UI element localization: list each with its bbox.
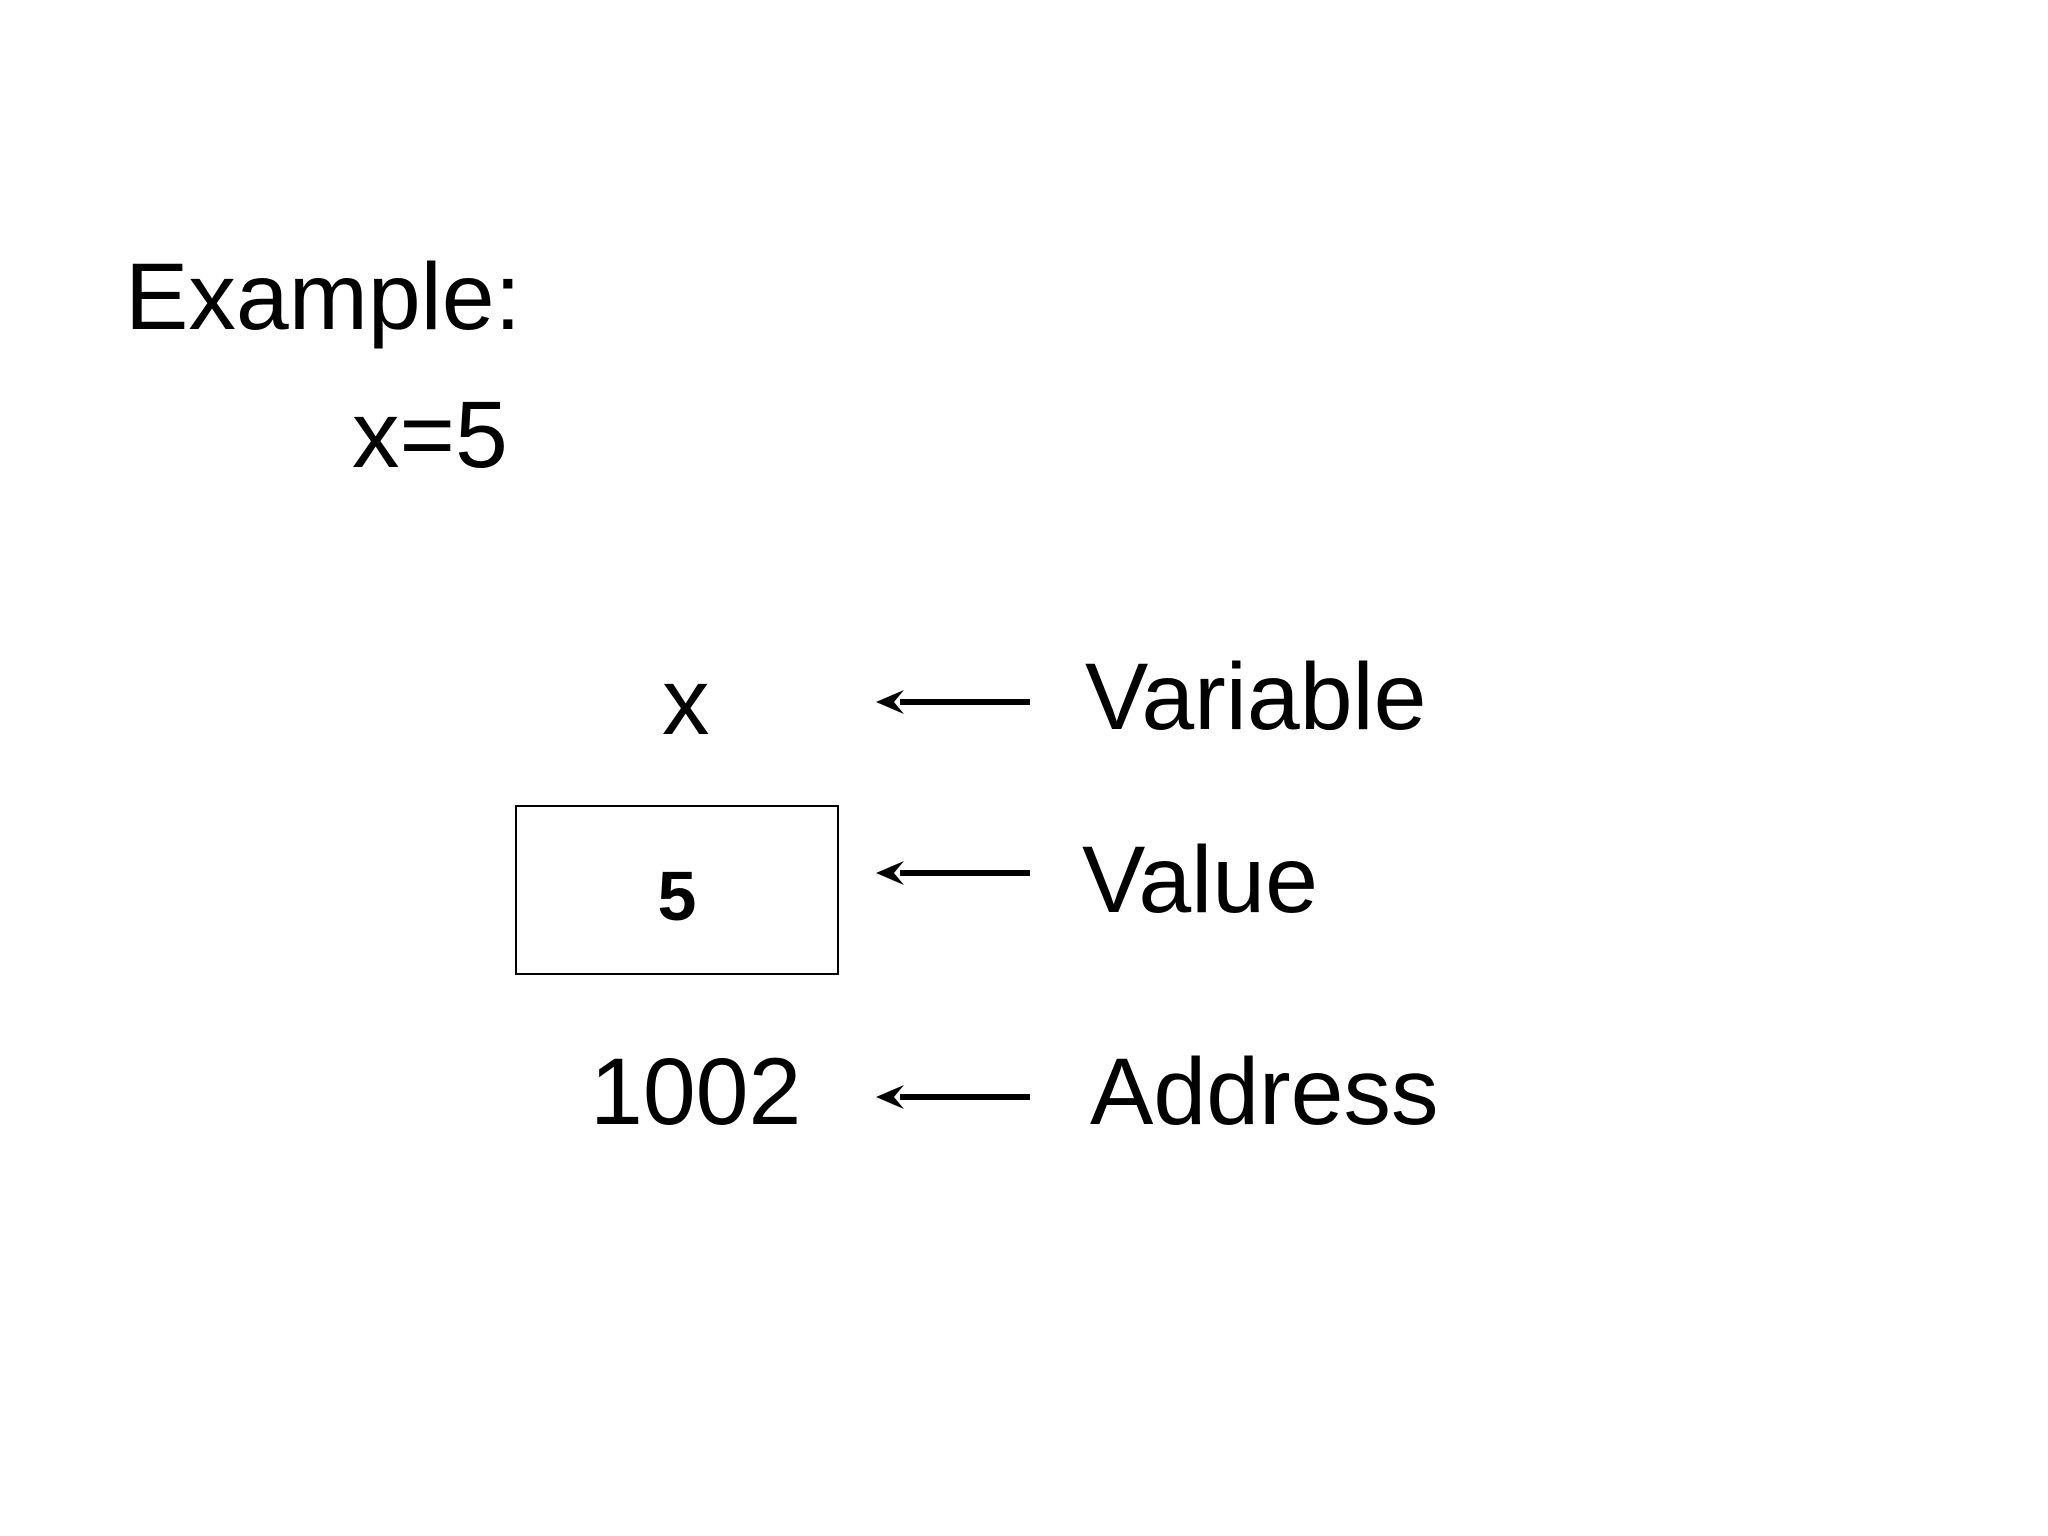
variable-label: Variable xyxy=(1085,644,1427,750)
value-arrow-icon xyxy=(876,861,1030,885)
variable-arrow-icon xyxy=(876,690,1030,714)
value-label: Value xyxy=(1082,827,1318,933)
memory-cell-value: 5 xyxy=(657,857,697,935)
variable-name: x xyxy=(662,649,710,755)
address-label: Address xyxy=(1090,1039,1439,1145)
slide-title: Example: xyxy=(125,244,522,350)
assignment-statement: x=5 xyxy=(352,382,508,488)
address-arrow-icon xyxy=(876,1085,1030,1109)
memory-address: 1002 xyxy=(590,1039,802,1145)
memory-cell-box: 5 xyxy=(515,805,839,975)
